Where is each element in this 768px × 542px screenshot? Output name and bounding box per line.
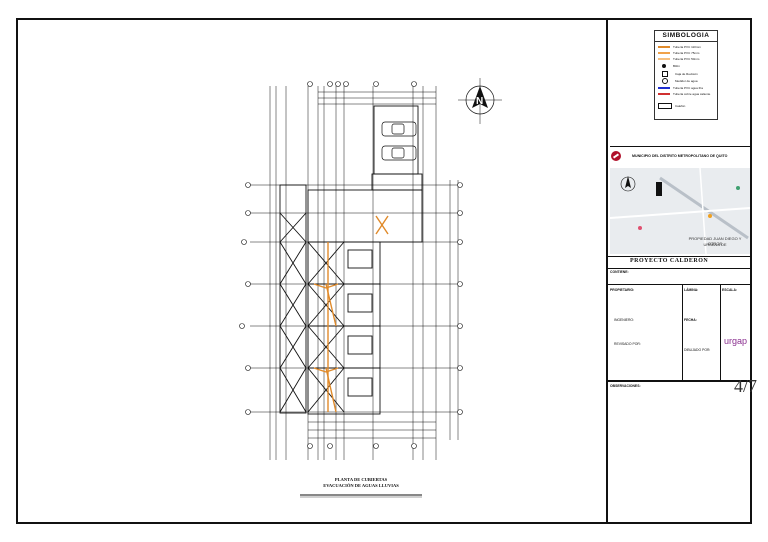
inspection-box-icon (662, 71, 668, 77)
label-sheet: LÁMINA: (684, 288, 699, 292)
axis-markers (239, 81, 463, 449)
label-scale: ESCALA: (722, 288, 738, 292)
label-owner: PROPIETARIO: (610, 288, 635, 292)
location-map-graphic (610, 168, 750, 254)
map-caption-1: PROPIEDAD JUAN DIEGO Y OTROS (688, 236, 742, 246)
plan-title-block (300, 494, 422, 498)
drawing-sheet-frame (16, 18, 752, 524)
legend-item: Tubería PVC agua fría (658, 86, 703, 90)
legend-item: Tubería PVC 75mm (658, 51, 699, 55)
legend-title: SIMBOLOGIA (655, 31, 717, 42)
pipe-75-icon (658, 52, 670, 55)
north-label: N (476, 96, 483, 107)
pipe-50-icon (658, 58, 670, 61)
map-caption-2: URBANA DE (703, 242, 727, 247)
hot-water-pipe-icon (658, 93, 670, 96)
building-outline (279, 105, 423, 415)
brand-logo: urgap (724, 336, 748, 346)
municipality-panel: MUNICIPIO DEL DISTRITO METROPOLITANO DE … (608, 148, 752, 257)
water-meter-icon (662, 78, 668, 84)
cold-water-pipe-icon (658, 87, 670, 90)
divider (608, 380, 752, 382)
legend-item: Tubería PVC 50mm (658, 57, 699, 61)
divider (682, 284, 683, 380)
water-heater-icon (658, 103, 672, 109)
divider (608, 268, 752, 269)
divider (608, 284, 752, 285)
legend-item: Bifón (658, 64, 680, 69)
legend-item: Caja de Revisión (658, 71, 698, 77)
roof-plan-drawing: N (239, 78, 502, 498)
label-contains: CONTIENE: (610, 270, 629, 274)
location-map: PROPIEDAD JUAN DIEGO Y OTROS URBANA DE (610, 168, 750, 254)
legend-panel: SIMBOLOGIA Tubería PVC 110mm Tubería PVC… (610, 20, 750, 147)
sheet-number: 4/7 (734, 376, 758, 396)
plan-title: PLANTA DE CUBIERTAS (334, 477, 388, 482)
bifon-icon (662, 64, 666, 69)
legend-item: Medidor de agua (658, 78, 698, 84)
title-block: SIMBOLOGIA Tubería PVC 110mm Tubería PVC… (606, 18, 757, 524)
note-reviewed: REVISADO POR: (614, 342, 641, 346)
label-date: FECHA: (684, 318, 697, 322)
pipe-110-icon (658, 46, 670, 49)
plan-subtitle: EVACUACIÓN DE AGUAS LLUVIAS (323, 483, 399, 488)
divider (720, 284, 721, 380)
note-drawn: DIBUJADO POR: (684, 348, 711, 352)
project-title: PROYECTO CALDERON (630, 258, 709, 264)
legend-item: Tubería PVC 110mm (658, 45, 701, 49)
legend-item: Tubería cobre agua caliente (658, 92, 710, 96)
drawing-area: N PLANTA DE CUBIERTAS EVACUACIÓN DE AGUA… (18, 20, 606, 522)
label-observations: OBSERVACIONES: (610, 384, 641, 388)
note-engineer: INGENIERO: (614, 318, 634, 322)
legend-item: Calefón (658, 103, 685, 109)
parking-cars (381, 121, 417, 161)
rainwater-drainage (313, 215, 389, 413)
municipality-title: MUNICIPIO DEL DISTRITO METROPOLITANO DE … (632, 154, 728, 158)
municipality-logo-icon (611, 151, 621, 161)
grid-lines (250, 86, 459, 460)
north-arrow-icon: N (458, 78, 502, 124)
legend-box: SIMBOLOGIA Tubería PVC 110mm Tubería PVC… (654, 30, 718, 120)
